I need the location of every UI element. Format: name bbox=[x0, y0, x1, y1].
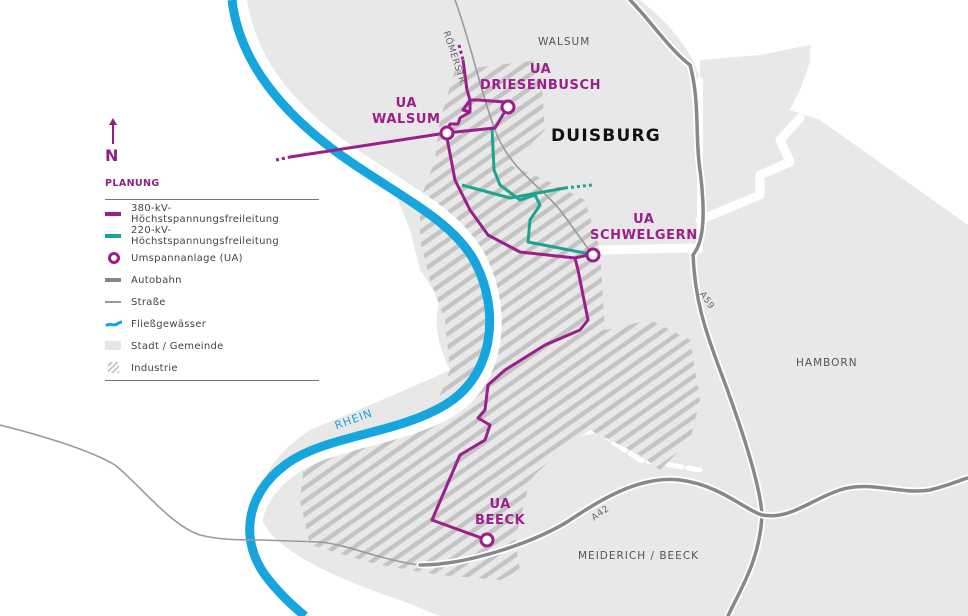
river-wave-icon bbox=[105, 318, 123, 330]
west-road bbox=[0, 424, 421, 566]
legend-item-street: Straße bbox=[105, 294, 166, 310]
legend-title: PLANUNG bbox=[105, 178, 160, 189]
label-line-1: UA bbox=[395, 96, 417, 111]
autobahns bbox=[416, 0, 968, 616]
legend-item-industry: Industrie bbox=[105, 360, 178, 376]
district-label-walsum: WALSUM bbox=[538, 36, 591, 48]
legend-label: 380-kV-Höchstspannungsfreileitung bbox=[131, 203, 279, 225]
label-line-1: UA bbox=[633, 212, 655, 227]
purple-line-icon bbox=[105, 208, 123, 220]
substation-driesenbusch bbox=[500, 99, 516, 115]
city-label-duisburg: DUISBURG bbox=[551, 126, 661, 146]
substation-schwelgern bbox=[585, 247, 601, 263]
district-label-hamborn: HAMBORN bbox=[796, 357, 858, 369]
legend-item-220kv: 220-kV-Höchstspannungsfreileitung bbox=[105, 225, 319, 247]
substation-label-driesenbusch: UA DRIESENBUSCH bbox=[480, 62, 601, 94]
streets bbox=[0, 0, 596, 566]
label-line-2: WALSUM bbox=[372, 112, 441, 127]
substation-ring-icon bbox=[105, 252, 123, 264]
label-line-1: UA bbox=[489, 497, 511, 512]
legend-label: Stadt / Gemeinde bbox=[131, 340, 224, 352]
substation-beeck bbox=[479, 532, 495, 548]
street-line-icon bbox=[105, 296, 123, 308]
roemerstrasse bbox=[454, 0, 596, 259]
legend-divider-bottom bbox=[105, 380, 319, 381]
substation-label-beeck: UA BEECK bbox=[475, 497, 525, 529]
substation-label-walsum: UA WALSUM bbox=[372, 96, 441, 128]
legend-item-autobahn: Autobahn bbox=[105, 272, 182, 288]
autobahn-line-icon bbox=[105, 274, 123, 286]
north-label: N bbox=[105, 146, 119, 165]
legend-divider-top bbox=[105, 199, 319, 200]
city-area-swatch-icon bbox=[105, 340, 123, 352]
substations[interactable] bbox=[439, 99, 601, 548]
label-line-2: BEECK bbox=[475, 513, 526, 528]
legend: N PLANUNG 380-kV-Höchstspannungsfreileit… bbox=[105, 118, 319, 381]
legend-label: Straße bbox=[131, 296, 166, 308]
legend-item-river: Fließgewässer bbox=[105, 316, 206, 332]
district-label-meiderich-beeck: MEIDERICH / BEECK bbox=[578, 550, 700, 562]
legend-item-substation: Umspannanlage (UA) bbox=[105, 250, 243, 266]
industry-hatch-icon bbox=[105, 362, 123, 374]
a42 bbox=[418, 476, 968, 567]
label-line-2: SCHWELGERN bbox=[590, 228, 698, 243]
substation-walsum bbox=[439, 125, 455, 141]
legend-label: Umspannanlage (UA) bbox=[131, 252, 243, 264]
legend-item-city-area: Stadt / Gemeinde bbox=[105, 338, 224, 354]
legend-label: 220-kV-Höchstspannungsfreileitung bbox=[131, 225, 279, 247]
north-arrow-icon bbox=[105, 118, 125, 158]
legend-label: Autobahn bbox=[131, 274, 182, 286]
legend-item-380kv: 380-kV-Höchstspannungsfreileitung bbox=[105, 203, 319, 225]
label-line-1: UA bbox=[529, 62, 552, 77]
teal-line-icon bbox=[105, 230, 123, 242]
legend-label: Fließgewässer bbox=[131, 318, 207, 330]
label-line-2: DRIESENBUSCH bbox=[480, 78, 602, 93]
river-rhein bbox=[227, 0, 502, 616]
line-220kv bbox=[461, 127, 593, 256]
legend-label: Industrie bbox=[131, 362, 178, 374]
substation-label-schwelgern: UA SCHWELGERN bbox=[590, 212, 698, 244]
